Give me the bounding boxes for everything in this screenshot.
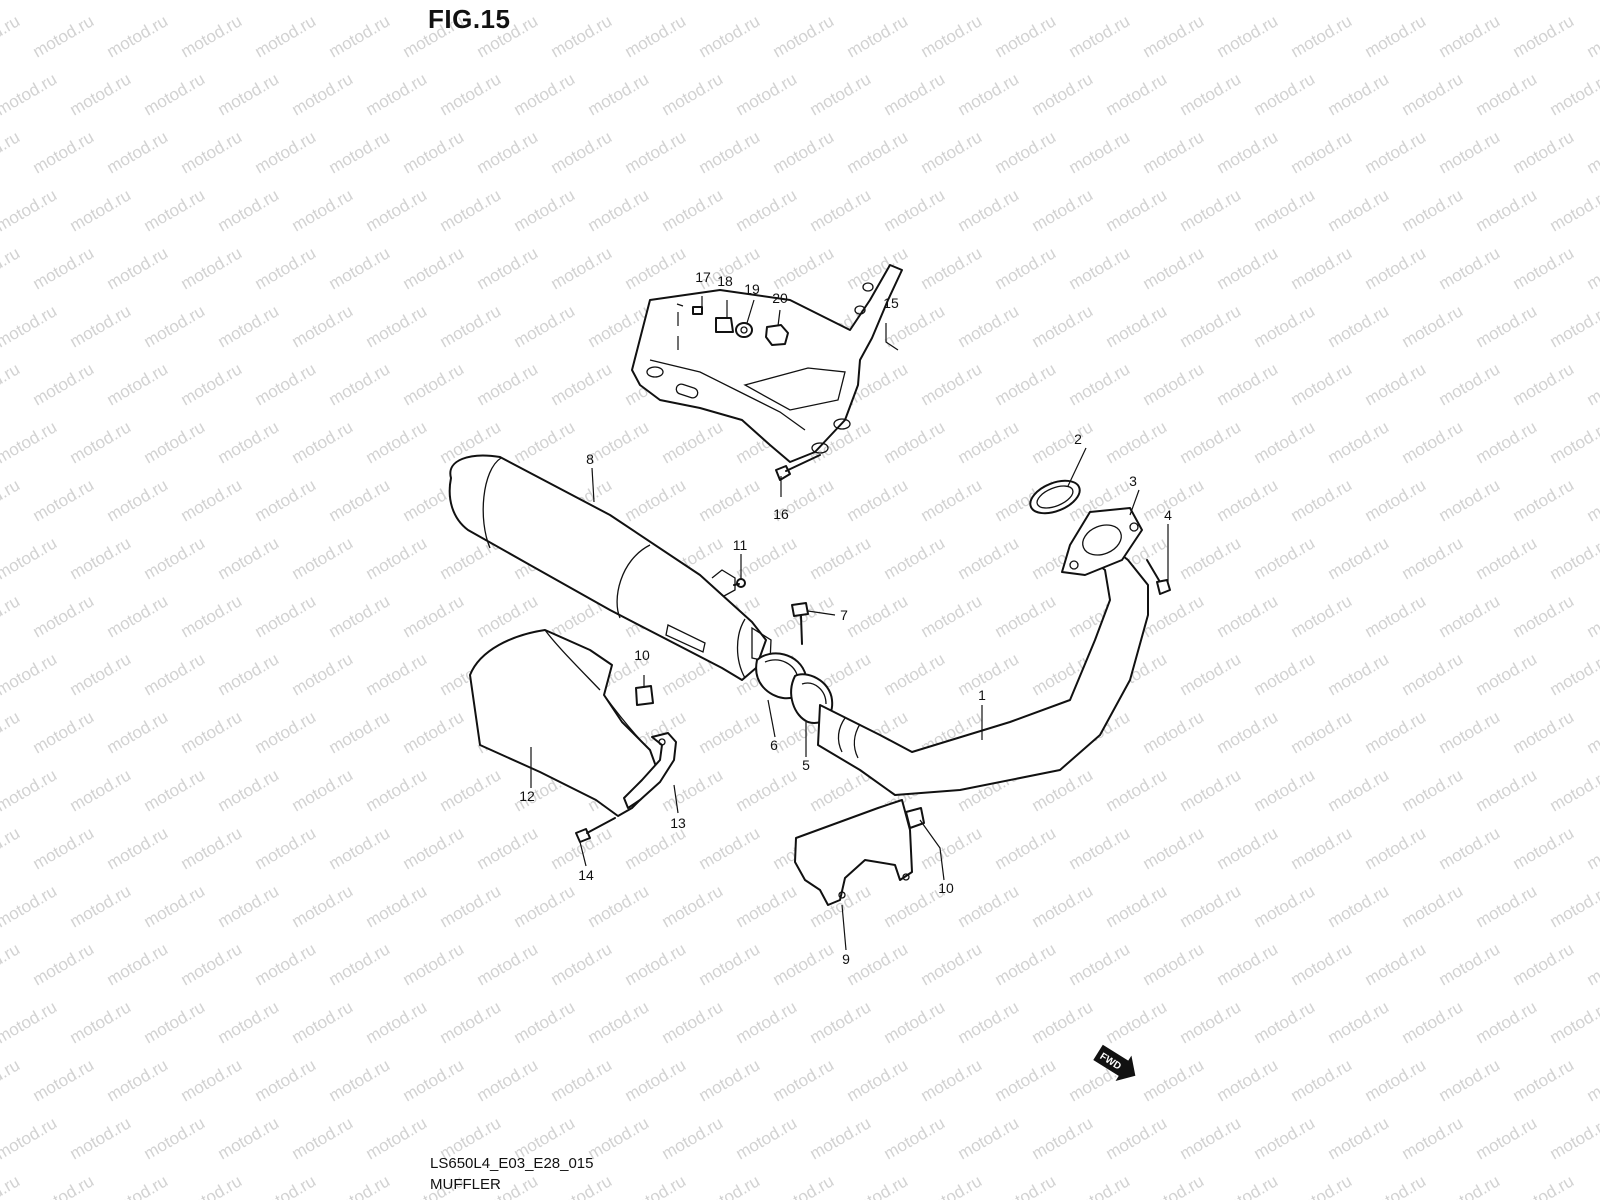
heat-shield-bracket-part <box>623 732 677 809</box>
callout-13: 13 <box>670 815 686 831</box>
callout-4: 4 <box>1164 507 1172 523</box>
assembly-name: MUFFLER <box>430 1176 501 1193</box>
clip-10a-part <box>635 685 654 706</box>
callout-10b: 10 <box>938 880 954 896</box>
fwd-direction-badge: FWD <box>1093 1044 1136 1082</box>
callout-2: 2 <box>1074 431 1082 447</box>
callout-11: 11 <box>733 537 748 553</box>
callout-10a: 10 <box>634 647 650 663</box>
muffler-bracket-part <box>631 264 903 463</box>
bolt-16-part <box>775 454 821 481</box>
diagram-code: LS650L4_E03_E28_015 <box>430 1155 594 1172</box>
callout-19: 19 <box>744 281 760 297</box>
exhaust-pipe-part <box>817 539 1149 796</box>
flange-nut-part <box>1146 559 1171 595</box>
leader-lines <box>530 296 1169 951</box>
callout-1: 1 <box>978 687 986 703</box>
callout-17: 17 <box>695 269 711 285</box>
callout-9: 9 <box>842 951 850 967</box>
callout-18: 18 <box>717 273 733 289</box>
callout-15: 15 <box>883 295 899 311</box>
pipe-heat-shield-part <box>794 799 913 906</box>
callout-3: 3 <box>1129 473 1137 489</box>
callout-7: 7 <box>840 607 848 623</box>
callout-14: 14 <box>578 867 594 883</box>
exhaust-flange-part <box>1061 507 1143 576</box>
muffler-part <box>448 454 799 684</box>
callout-16: 16 <box>773 506 789 522</box>
screw-14-part <box>575 817 616 843</box>
gasket-part <box>1029 479 1081 515</box>
bolt-11-part <box>733 578 746 588</box>
bracket-hardware-parts <box>676 303 789 350</box>
callout-8: 8 <box>586 451 594 467</box>
clamp-bolt-part <box>791 602 809 645</box>
callout-5: 5 <box>802 757 810 773</box>
figure-title: FIG.15 <box>428 4 511 34</box>
callout-6: 6 <box>770 737 778 753</box>
callout-12: 12 <box>519 788 535 804</box>
muffler-heat-shield-part <box>469 629 659 817</box>
callout-20: 20 <box>772 290 788 306</box>
